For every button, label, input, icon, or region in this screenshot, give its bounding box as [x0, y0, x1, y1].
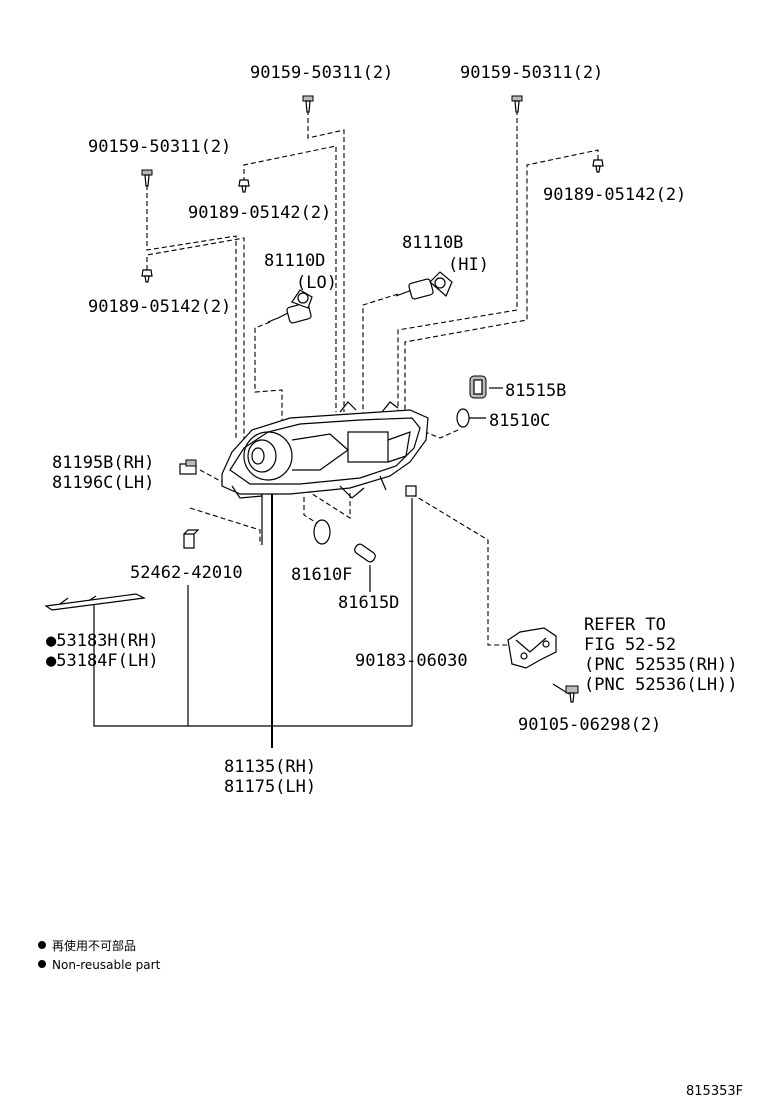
nut-90183-icon: [405, 485, 417, 497]
legend: 再使用不可部品 Non-reusable part: [38, 938, 161, 972]
solid-leaders: [93, 387, 570, 748]
label-bulb-lo-note: (LO): [296, 273, 337, 293]
label-nut-90183: 90183-06030: [355, 651, 468, 671]
screw-top-center-icon: [302, 95, 314, 113]
label-trim-lh: ●53184F(LH): [46, 651, 159, 671]
bulb-81610f-icon: [313, 519, 331, 545]
legend-english: Non-reusable part: [52, 958, 161, 972]
label-refer-line3: (PNC 52535(RH)): [584, 655, 738, 675]
label-bulb-hi-note: (HI): [448, 255, 489, 275]
label-adjuster-lh: 81196C(LH): [52, 473, 154, 493]
bulb-81615d-icon: [354, 543, 376, 563]
clip-right-icon: [592, 159, 604, 173]
label-screw-top-right: 90159-50311(2): [460, 63, 603, 83]
clip-left-icon: [141, 269, 153, 283]
screw-top-right-icon: [511, 95, 523, 113]
label-bolt-90105: 90105-06298(2): [518, 715, 661, 735]
trim-strip-icon: [44, 593, 147, 611]
label-clip-right: 90189-05142(2): [543, 185, 686, 205]
label-bulb-hi-part: 81110B: [402, 233, 463, 253]
adjuster-icon: [179, 459, 197, 475]
label-screw-left: 90159-50311(2): [88, 137, 231, 157]
seal-81510c-icon: [456, 408, 470, 428]
label-assy-rh: 81135(RH): [224, 757, 316, 777]
label-bulb-81610f: 81610F: [291, 565, 352, 585]
label-refer-line4: (PNC 52536(LH)): [584, 675, 738, 695]
label-bulb-lo-part: 81110D: [264, 251, 325, 271]
legend-bullet-icon: [38, 960, 46, 968]
label-refer-line1: REFER TO: [584, 615, 666, 635]
headlamp-assembly-icon: [221, 401, 429, 499]
label-assy-lh: 81175(LH): [224, 777, 316, 797]
clip-center-icon: [238, 179, 250, 193]
screw-left-icon: [141, 169, 153, 187]
label-bulb-81615d: 81615D: [338, 593, 399, 613]
clip-52462-icon: [183, 529, 200, 549]
leader-lines: [146, 110, 599, 646]
figure-code: 815353F: [686, 1084, 743, 1099]
bulb-lo-icon: [267, 289, 313, 324]
bulb-hi-icon: [395, 271, 453, 300]
label-clip-center: 90189-05142(2): [188, 203, 331, 223]
label-screw-top-center: 90159-50311(2): [250, 63, 393, 83]
label-clip-left: 90189-05142(2): [88, 297, 231, 317]
socket-81515b-icon: [469, 375, 487, 399]
legend-japanese: 再使用不可部品: [52, 938, 136, 953]
label-refer-line2: FIG 52-52: [584, 635, 676, 655]
bolt-90105-icon: [565, 685, 579, 703]
label-clip-52462: 52462-42010: [130, 563, 243, 583]
label-seal-81510c: 81510C: [489, 411, 550, 431]
label-adjuster-rh: 81195B(RH): [52, 453, 154, 473]
label-trim-rh: ●53183H(RH): [46, 631, 159, 651]
bracket-icon: [507, 627, 557, 669]
legend-bullet-icon: [38, 941, 46, 949]
label-socket-81515b: 81515B: [505, 381, 566, 401]
